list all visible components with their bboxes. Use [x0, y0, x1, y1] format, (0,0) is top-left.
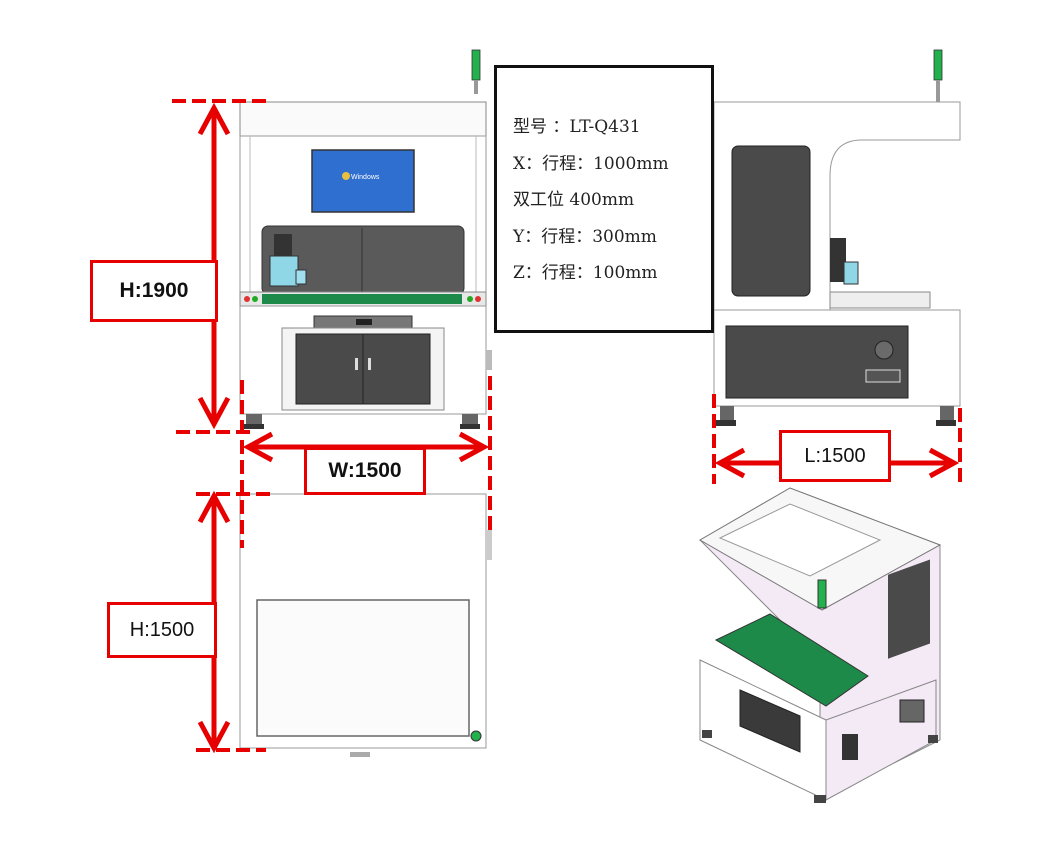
spec-box: 型号 ：LT-Q431 X：行程：1000mm 双工位 400mm Y：行程：3…: [494, 65, 714, 333]
spec-y-travel: Y：行程：300mm: [513, 226, 657, 247]
side-view: [713, 49, 961, 426]
button-left-green-icon: [252, 296, 258, 302]
conveyor-belt: [262, 294, 462, 304]
top-view: [239, 493, 492, 757]
spec-model: 型号 ：LT-Q431: [513, 117, 641, 137]
foot-left: [246, 414, 262, 424]
button-right-green-icon: [467, 296, 473, 302]
iso-conveyor: [714, 613, 869, 707]
side-dispense-head: [843, 261, 859, 285]
side-window: [731, 145, 811, 297]
windows-logo-icon: [342, 172, 350, 180]
fan-icon: [874, 340, 894, 360]
iso-beacon-light: [817, 579, 827, 609]
top-beam: [239, 101, 487, 137]
door-handle-left: [355, 358, 358, 370]
monitor-screen: [311, 149, 415, 213]
iso-side-window: [888, 559, 930, 659]
side-beacon-light: [933, 49, 943, 81]
dimension-lines: [172, 99, 962, 754]
iso-vent: [899, 699, 925, 723]
beacon-light: [471, 49, 481, 81]
foot-right: [462, 414, 478, 424]
dispense-head: [269, 255, 299, 287]
top-window: [256, 599, 470, 737]
dimension-label-length-side: L:1500: [779, 430, 891, 482]
door-handle-right: [368, 358, 371, 370]
side-cabinet-panel: [725, 325, 909, 399]
isometric-view: [698, 487, 942, 803]
beacon-pole: [474, 80, 478, 94]
spec-x-travel: X：行程：1000mm: [513, 153, 669, 174]
top-beacon-icon: [470, 730, 482, 742]
spec-dual-station: 双工位 400mm: [513, 190, 635, 210]
dimension-label-width-front: W:1500: [304, 447, 426, 495]
button-left-red-icon: [244, 296, 250, 302]
boot-text: Windows: [351, 174, 380, 181]
dimension-label-height-front: H:1900: [90, 260, 218, 322]
button-right-red-icon: [475, 296, 481, 302]
spec-z-travel: Z：行程：100mm: [513, 263, 658, 283]
dimension-label-depth-top: H:1500: [107, 602, 217, 658]
front-view: Windows: [239, 49, 492, 429]
